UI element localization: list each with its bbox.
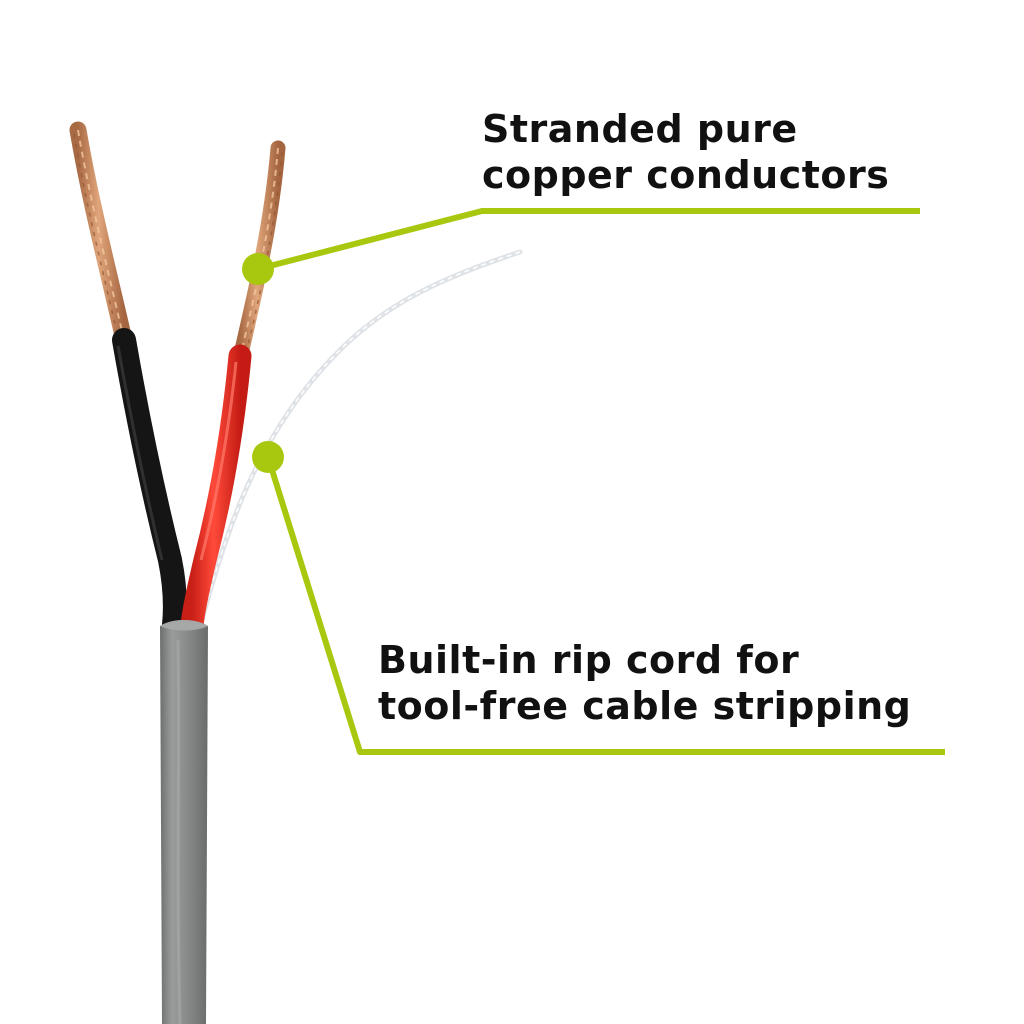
callout-label-line: Stranded pure [482, 107, 798, 151]
callout-label-ripcord: Built-in rip cord for tool-free cable st… [378, 637, 911, 729]
lime-dot-marker-icon [252, 441, 284, 473]
black-insulated-wire [112, 328, 187, 637]
lime-dot-marker-icon [242, 253, 274, 285]
copper-strand-right [232, 140, 286, 366]
callout-leader-conductors [257, 208, 920, 272]
callout-leader-ripcord [265, 456, 945, 755]
callout-label-line: copper conductors [482, 153, 890, 197]
callout-label-line: Built-in rip cord for [378, 638, 800, 682]
callout-label-conductors: Stranded pure copper conductors [482, 106, 889, 198]
gray-cable-jacket [160, 620, 208, 1024]
red-insulated-wire [180, 344, 252, 637]
callout-label-line: tool-free cable stripping [378, 684, 912, 728]
copper-strand-left [69, 121, 133, 349]
